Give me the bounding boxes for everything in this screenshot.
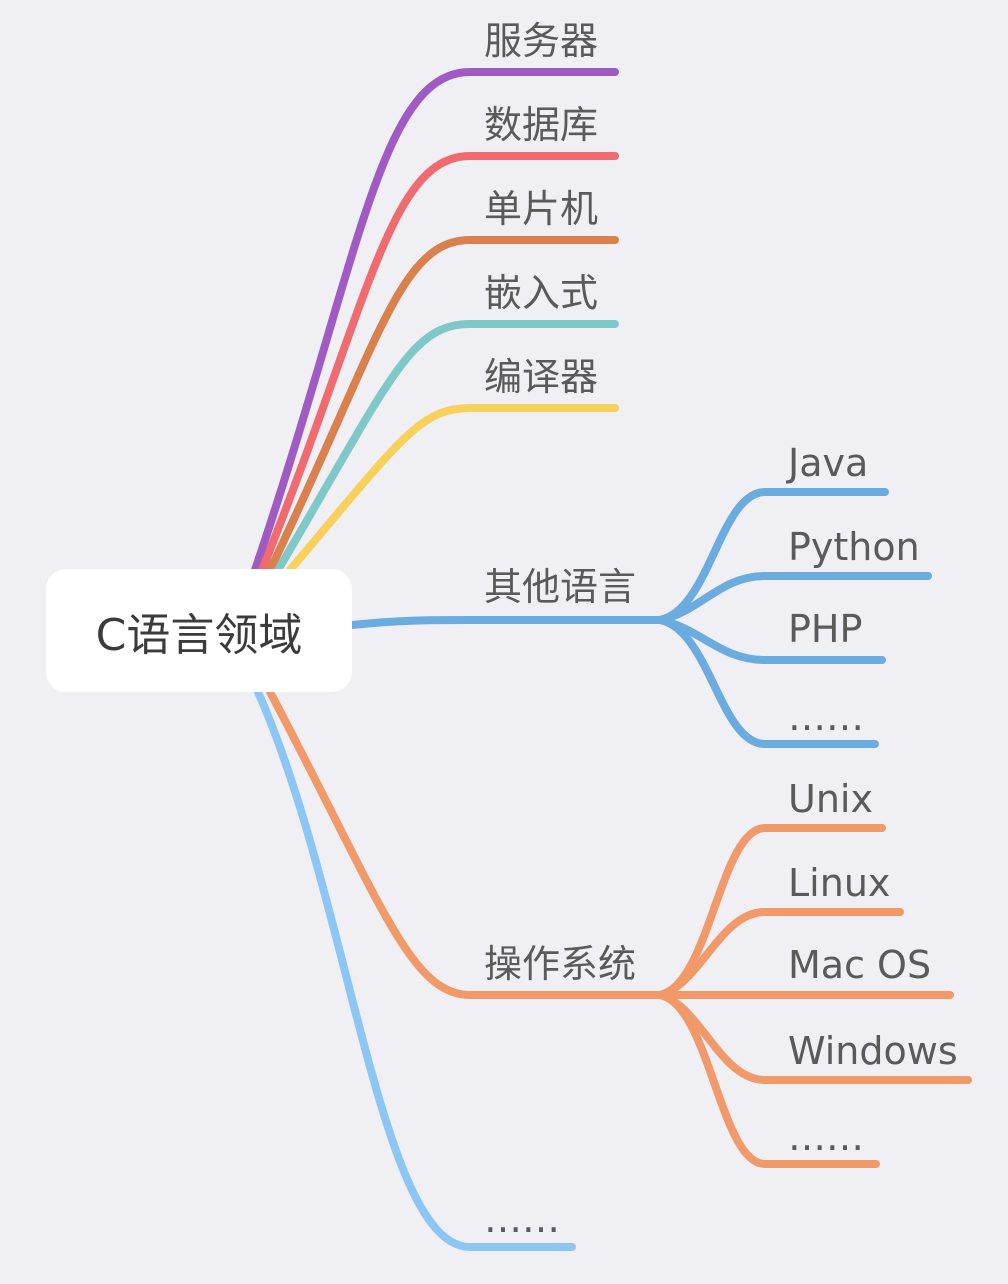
connector-compiler [286, 404, 619, 574]
connector-operating-systems [266, 688, 664, 999]
connector-more [254, 688, 576, 1251]
connector-other-languages [348, 616, 664, 629]
connector-database [258, 152, 619, 574]
branch-label-compiler[interactable]: 编译器 [484, 355, 599, 399]
connector-ol-more [656, 616, 879, 748]
branch-label-mcu[interactable]: 单片机 [484, 187, 599, 231]
connector-mcu [266, 236, 619, 574]
branch-label-server[interactable]: 服务器 [484, 19, 599, 63]
connector-linux [656, 908, 904, 999]
branch-label-other-languages[interactable]: 其他语言 [484, 565, 637, 609]
connector-os-more [656, 991, 880, 1168]
leaf-label-ol-more[interactable]: …… [788, 695, 864, 739]
leaf-label-java[interactable]: Java [788, 441, 869, 485]
connector-server [251, 68, 619, 574]
leaf-label-os-more[interactable]: …… [788, 1115, 864, 1159]
leaf-label-linux[interactable]: Linux [788, 861, 891, 905]
connector-embedded [274, 320, 619, 574]
branch-label-embedded[interactable]: 嵌入式 [484, 271, 599, 315]
connector-python [656, 572, 932, 624]
leaf-label-unix[interactable]: Unix [788, 777, 873, 821]
leaf-label-python[interactable]: Python [788, 525, 920, 569]
leaf-label-windows[interactable]: Windows [788, 1029, 958, 1073]
leaf-label-php[interactable]: PHP [788, 607, 863, 651]
branch-label-operating-systems[interactable]: 操作系统 [484, 942, 637, 986]
branch-label-database[interactable]: 数据库 [484, 103, 599, 147]
leaf-label-macos[interactable]: Mac OS [788, 943, 932, 987]
root-node[interactable]: C语言领域 [46, 569, 352, 692]
branch-label-more[interactable]: …… [484, 1197, 560, 1241]
